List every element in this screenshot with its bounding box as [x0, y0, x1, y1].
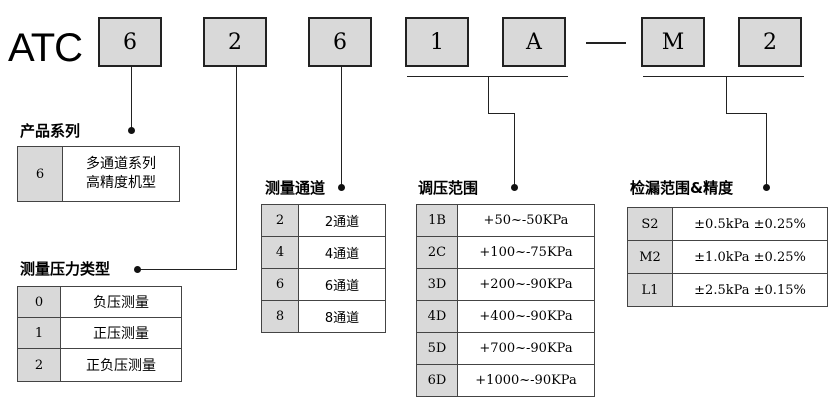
option-code: 2C [416, 236, 458, 269]
connector-dot-leak [763, 184, 770, 191]
option-code: 0 [17, 286, 61, 318]
connector-pressure-type-horizontal [140, 269, 237, 270]
option-description: 8通道 [298, 300, 386, 333]
option-description: ±2.5kPa ±0.15% [672, 273, 828, 307]
channels-table: 2 2通道 4 4通道 6 6通道 8 8通道 [261, 204, 386, 333]
bracket-range [407, 76, 568, 77]
option-description: 正压测量 [60, 317, 182, 349]
option-code: 1B [416, 204, 458, 237]
measure-type-title: 测量压力类型 [20, 260, 111, 278]
table-row: 1B +50~-50KPa [416, 204, 595, 237]
table-row: S2 ±0.5kPa ±0.25% [627, 207, 828, 241]
table-row: 2 2通道 [261, 204, 386, 237]
option-description: ±1.0kPa ±0.25% [672, 240, 828, 274]
connector-series [131, 67, 132, 130]
option-description: 多通道系列 高精度机型 [62, 146, 180, 202]
option-description: 负压测量 [60, 286, 182, 318]
leak-title: 检漏范围&精度 [630, 179, 734, 197]
option-description: +200~-90KPa [457, 268, 595, 301]
connector-leak-drop [726, 76, 727, 114]
leak-table: S2 ±0.5kPa ±0.25% M2 ±1.0kPa ±0.25% L1 ±… [627, 207, 828, 307]
option-description: +700~-90KPa [457, 332, 595, 365]
table-row: 1 正压测量 [17, 317, 182, 349]
option-code: 4 [261, 236, 299, 269]
product-series-table: 6 多通道系列 高精度机型 [17, 146, 180, 202]
model-prefix: ATC [8, 26, 83, 70]
option-description: ±0.5kPa ±0.25% [672, 207, 828, 241]
table-row: 4D +400~-90KPa [416, 300, 595, 333]
connector-dot-range [511, 184, 518, 191]
option-code: 4D [416, 300, 458, 333]
option-code: 5D [416, 332, 458, 365]
option-description-line: 多通道系列 [86, 156, 156, 172]
option-description: +100~-75KPa [457, 236, 595, 269]
table-row: L1 ±2.5kPa ±0.15% [627, 273, 828, 307]
connector-dot-channels [338, 184, 345, 191]
option-code: 1 [17, 317, 61, 349]
table-row: 2C +100~-75KPa [416, 236, 595, 269]
range-title: 调压范围 [418, 179, 479, 197]
connector-leak-vertical [766, 113, 767, 187]
option-code: 6 [261, 268, 299, 301]
option-description: 正负压测量 [60, 348, 182, 382]
option-code: 3D [416, 268, 458, 301]
option-description: +50~-50KPa [457, 204, 595, 237]
code-box-channels: 6 [308, 17, 372, 67]
table-row: 6 6通道 [261, 268, 386, 301]
connector-pressure-type-vertical [236, 67, 237, 270]
table-row: 8 8通道 [261, 300, 386, 333]
option-code: L1 [627, 273, 673, 307]
option-code: 8 [261, 300, 299, 333]
option-description: 6通道 [298, 268, 386, 301]
table-row: 2 正负压测量 [17, 348, 182, 382]
bracket-leak [643, 76, 804, 77]
code-box-series: 6 [98, 17, 162, 67]
connector-dot-pressure-type [134, 266, 141, 273]
code-box-range-digit: 1 [405, 17, 469, 67]
option-code: 6D [416, 364, 458, 397]
code-box-pressure-type: 2 [203, 17, 267, 67]
option-code: 2 [261, 204, 299, 237]
range-table: 1B +50~-50KPa 2C +100~-75KPa 3D +200~-90… [416, 204, 595, 397]
option-description-line: 高精度机型 [86, 175, 156, 191]
connector-range-horizontal [488, 113, 514, 114]
channels-title: 测量通道 [265, 179, 326, 197]
connector-dot-series [128, 127, 135, 134]
table-row: M2 ±1.0kPa ±0.25% [627, 240, 828, 274]
option-description: +400~-90KPa [457, 300, 595, 333]
code-box-range-letter: A [502, 17, 566, 67]
code-box-leak-letter: M [641, 17, 705, 67]
code-box-leak-digit: 2 [738, 17, 802, 67]
code-separator-dash [586, 42, 626, 44]
connector-channels [341, 67, 342, 187]
product-series-title: 产品系列 [20, 122, 81, 140]
option-description: 4通道 [298, 236, 386, 269]
table-row: 6 多通道系列 高精度机型 [17, 146, 180, 202]
option-code: M2 [627, 240, 673, 274]
option-description: +1000~-90KPa [457, 364, 595, 397]
measure-type-table: 0 负压测量 1 正压测量 2 正负压测量 [17, 286, 182, 382]
option-code: 6 [17, 146, 63, 202]
table-row: 3D +200~-90KPa [416, 268, 595, 301]
table-row: 0 负压测量 [17, 286, 182, 318]
table-row: 6D +1000~-90KPa [416, 364, 595, 397]
table-row: 4 4通道 [261, 236, 386, 269]
option-code: S2 [627, 207, 673, 241]
connector-range-drop [488, 76, 489, 114]
connector-leak-horizontal [726, 113, 766, 114]
connector-range-vertical [514, 113, 515, 187]
option-code: 2 [17, 348, 61, 382]
table-row: 5D +700~-90KPa [416, 332, 595, 365]
option-description: 2通道 [298, 204, 386, 237]
